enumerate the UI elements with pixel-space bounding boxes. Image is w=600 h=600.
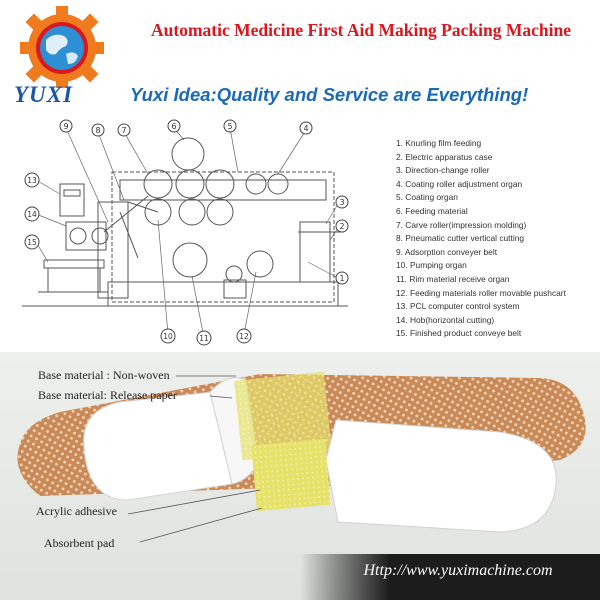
legend-item: 15. Finished product conveye belt [396, 328, 522, 339]
callout-label: 8 [95, 126, 100, 135]
release-paper-right [325, 419, 557, 533]
bandage-photo [0, 352, 600, 600]
callout-label: 1 [339, 274, 344, 283]
callout-4: 4 [299, 121, 313, 135]
callout-label: 14 [27, 210, 37, 219]
callout-9: 9 [59, 119, 73, 133]
callout-12: 12 [236, 328, 252, 344]
legend-item: 3. Direction-change roller [396, 165, 490, 176]
website-link[interactable]: Http://www.yuximachine.com [363, 562, 553, 579]
legend-item: 1. Knurling film feeding [396, 138, 482, 148]
legend-item: 8. Pneumatic cutter vertical cutting [396, 233, 525, 244]
callout-label: 10 [163, 332, 173, 341]
legend-item: 14. Hob(horizontal cutting) [396, 314, 495, 325]
diagram-callouts: 9 8 7 6 5 4 13 14 3 2 15 1 10 11 12 [24, 119, 349, 346]
gear-globe-logo [20, 6, 104, 88]
callout-label: 7 [121, 126, 126, 135]
callout-label: 5 [227, 122, 232, 131]
url-bar [300, 554, 600, 600]
callout-3: 3 [335, 195, 349, 209]
page-title: Automatic Medicine First Aid Making Pack… [151, 20, 571, 40]
callout-label: 3 [339, 198, 344, 207]
label-nonwoven: Base material : Non-woven [38, 368, 170, 382]
callout-label: 11 [199, 334, 209, 343]
legend-item: 4. Coating roller adjustment organ [396, 178, 523, 189]
legend-item: 12. Feeding materials roller movable pus… [396, 287, 566, 298]
component-legend: 1. Knurling film feeding 2. Electric app… [396, 137, 596, 341]
callout-7: 7 [117, 123, 131, 137]
callout-6: 6 [167, 119, 181, 133]
legend-item: 7. Carve roller(impression molding) [396, 219, 527, 230]
label-acrylic-adhesive: Acrylic adhesive [36, 504, 117, 518]
callout-2: 2 [335, 219, 349, 233]
legend-item: 2. Electric apparatus case [396, 151, 493, 162]
callout-15: 15 [24, 234, 40, 250]
label-release-paper: Base material: Release paper [38, 388, 177, 402]
legend-item: 9. Adsorption conveyer belt [396, 246, 498, 257]
brand-name: YUXI [14, 82, 73, 107]
callout-11: 11 [196, 330, 212, 346]
acrylic-adhesive-area [234, 371, 332, 461]
globe-icon [40, 26, 84, 70]
callout-8: 8 [91, 123, 105, 137]
legend-item: 6. Feeding material [396, 205, 468, 216]
absorbent-pad [251, 438, 331, 512]
callout-13: 13 [24, 172, 40, 188]
callout-label: 9 [63, 122, 68, 131]
slogan: Yuxi Idea:Quality and Service are Everyt… [130, 84, 529, 105]
callout-10: 10 [160, 328, 176, 344]
callout-label: 13 [27, 176, 37, 185]
callout-1: 1 [335, 271, 349, 285]
label-absorbent-pad: Absorbent pad [44, 536, 115, 550]
callout-5: 5 [223, 119, 237, 133]
callout-label: 12 [239, 332, 249, 341]
machine-diagram: 9 8 7 6 5 4 13 14 3 2 15 1 10 11 12 [22, 119, 349, 346]
legend-item: 11. Rim material receive organ [396, 273, 510, 284]
legend-item: 10. Pumping organ [396, 260, 467, 271]
callout-14: 14 [24, 206, 40, 222]
callout-label: 6 [171, 122, 176, 131]
callout-label: 4 [303, 124, 308, 133]
release-paper-left [83, 391, 233, 501]
callout-label: 2 [339, 222, 344, 231]
legend-item: 5. Coating organ [396, 192, 458, 203]
callout-label: 15 [27, 238, 37, 247]
legend-item: 13. PCL computer control system [396, 301, 520, 312]
